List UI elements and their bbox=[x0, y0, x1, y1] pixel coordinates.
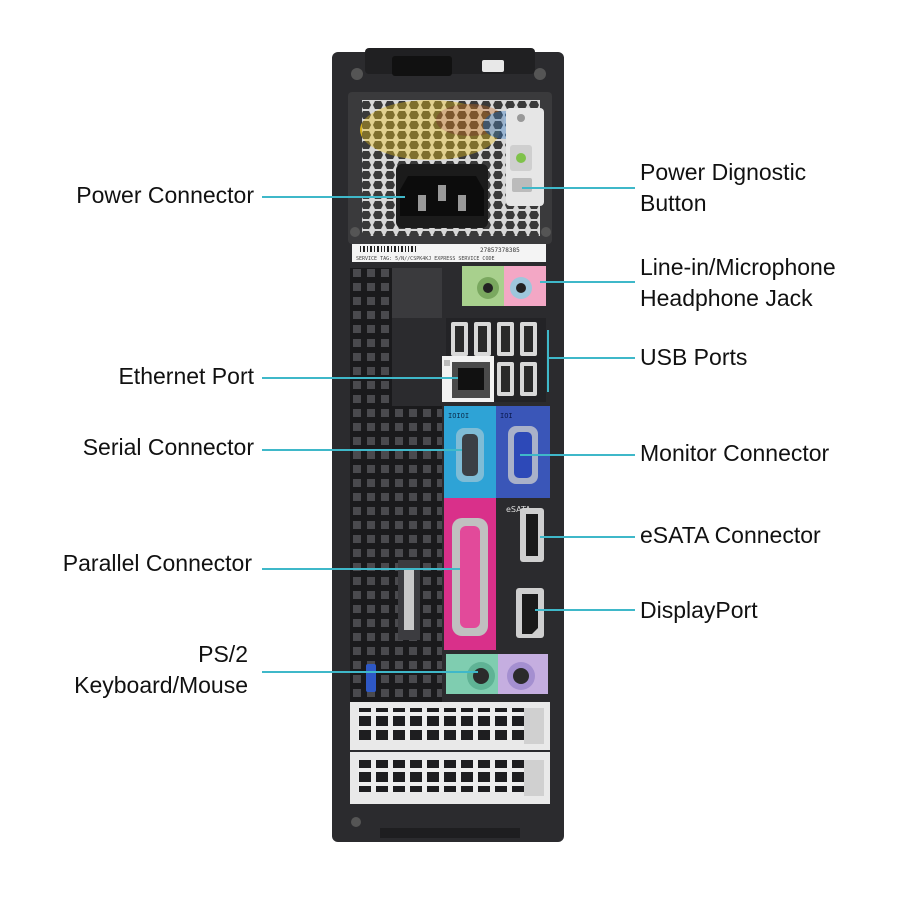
label-serial-connector: Serial Connector bbox=[82, 434, 254, 460]
ethernet-port-graphic bbox=[442, 356, 494, 402]
displayport-graphic bbox=[516, 588, 544, 638]
esata-port-graphic: eSATA bbox=[506, 505, 544, 562]
label-esata-connector: eSATA Connector bbox=[640, 522, 821, 548]
label-ethernet-port: Ethernet Port bbox=[118, 363, 254, 389]
vga-port-graphic: IOI bbox=[496, 406, 550, 498]
label-ps2-line1: PS/2 bbox=[198, 641, 248, 667]
power-diagnostic-button bbox=[506, 108, 544, 206]
label-parallel-connector: Parallel Connector bbox=[62, 550, 252, 576]
label-monitor-connector: Monitor Connector bbox=[640, 440, 830, 466]
label-power-diagnostic: Power Dignostic Button bbox=[640, 157, 806, 219]
label-usb-ports: USB Ports bbox=[640, 344, 748, 370]
expansion-slots bbox=[350, 702, 550, 838]
vent-grid-lower bbox=[350, 406, 442, 702]
service-tag-text: SERVICE TAG: 5/N//CSPK4KJ EXPRESS SERVIC… bbox=[356, 256, 494, 262]
label-power-connector: Power Connector bbox=[76, 182, 254, 208]
label-line-in-headphone: Line-in/Microphone Headphone Jack bbox=[640, 252, 836, 314]
vga-marking: IOI bbox=[500, 412, 513, 420]
power-supply bbox=[348, 92, 552, 244]
ps2-ports-graphic bbox=[446, 654, 548, 694]
vent-grid-upper bbox=[350, 268, 392, 406]
esata-marking: eSATA bbox=[506, 505, 531, 514]
label-ps2-line2: Keyboard/Mouse bbox=[74, 672, 248, 698]
label-power-diagnostic-line1: Power Dignostic bbox=[640, 159, 807, 185]
leader-lines bbox=[262, 187, 635, 673]
power-connector-port bbox=[396, 164, 488, 228]
service-tag-label: 27857378385 SERVICE TAG: 5/N//CSPK4KJ EX… bbox=[352, 244, 546, 262]
label-power-diagnostic-line2: Button bbox=[640, 190, 707, 216]
label-ps2: PS/2 Keyboard/Mouse bbox=[74, 639, 248, 701]
serial-marking: IOIOI bbox=[448, 412, 469, 420]
label-displayport: DisplayPort bbox=[640, 597, 758, 623]
audio-jacks bbox=[462, 266, 546, 306]
express-code-text: 27857378385 bbox=[480, 247, 520, 254]
serial-port-graphic: IOIOI bbox=[444, 406, 496, 498]
label-line-in-line2: Headphone Jack bbox=[640, 285, 813, 311]
label-line-in-line1: Line-in/Microphone bbox=[640, 254, 836, 280]
parallel-port-graphic bbox=[444, 498, 496, 650]
